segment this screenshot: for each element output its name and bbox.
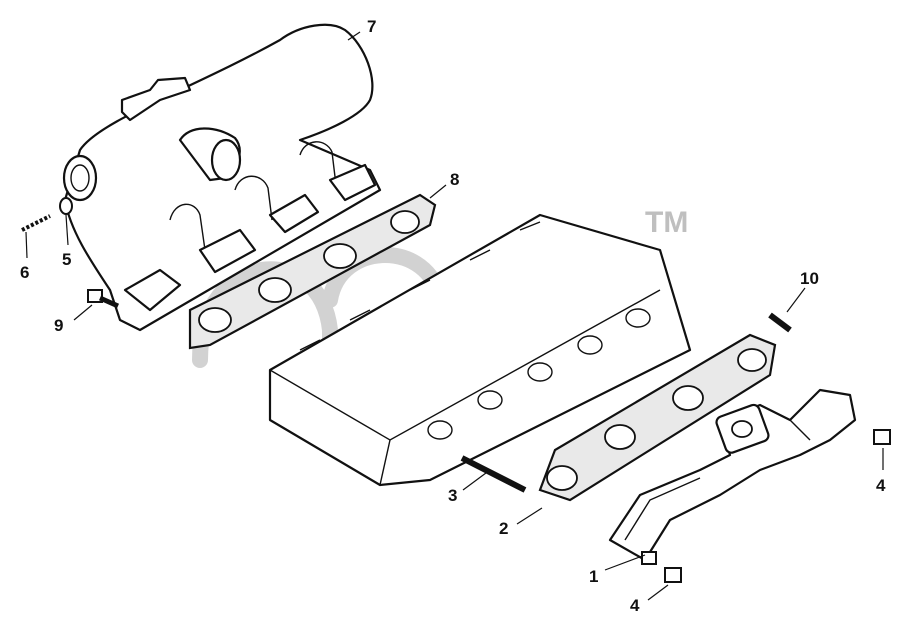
callouts: 1 2 3 4 4 5 6 7 8 9 10	[20, 17, 886, 615]
callout-2: 2	[499, 519, 508, 538]
screw-6	[21, 214, 51, 232]
callout-7: 7	[367, 17, 376, 36]
cylinder-head	[268, 213, 692, 487]
exhaust-gasket	[538, 333, 777, 502]
callout-4-right: 4	[876, 476, 886, 495]
trademark-symbol: TM	[645, 206, 688, 239]
nut-near-manifold	[641, 551, 657, 565]
fasteners	[21, 197, 891, 583]
bolt-9	[87, 289, 120, 309]
callout-4-bottom: 4	[630, 596, 640, 615]
callout-6: 6	[20, 263, 29, 282]
exhaust-manifold	[608, 388, 857, 562]
intake-gasket	[188, 193, 437, 350]
stud-10	[768, 312, 792, 333]
nut-4-bottom	[664, 567, 682, 583]
callout-9: 9	[54, 316, 63, 335]
leader-lines	[25, 31, 884, 601]
washer-5	[59, 197, 73, 215]
callout-10: 10	[800, 269, 819, 288]
callout-3: 3	[448, 486, 457, 505]
callout-5: 5	[62, 250, 71, 269]
callout-8: 8	[450, 170, 459, 189]
stud-3	[460, 455, 527, 493]
intake-manifold	[62, 23, 382, 332]
nut-4-right	[873, 429, 891, 445]
callout-1: 1	[589, 567, 598, 586]
